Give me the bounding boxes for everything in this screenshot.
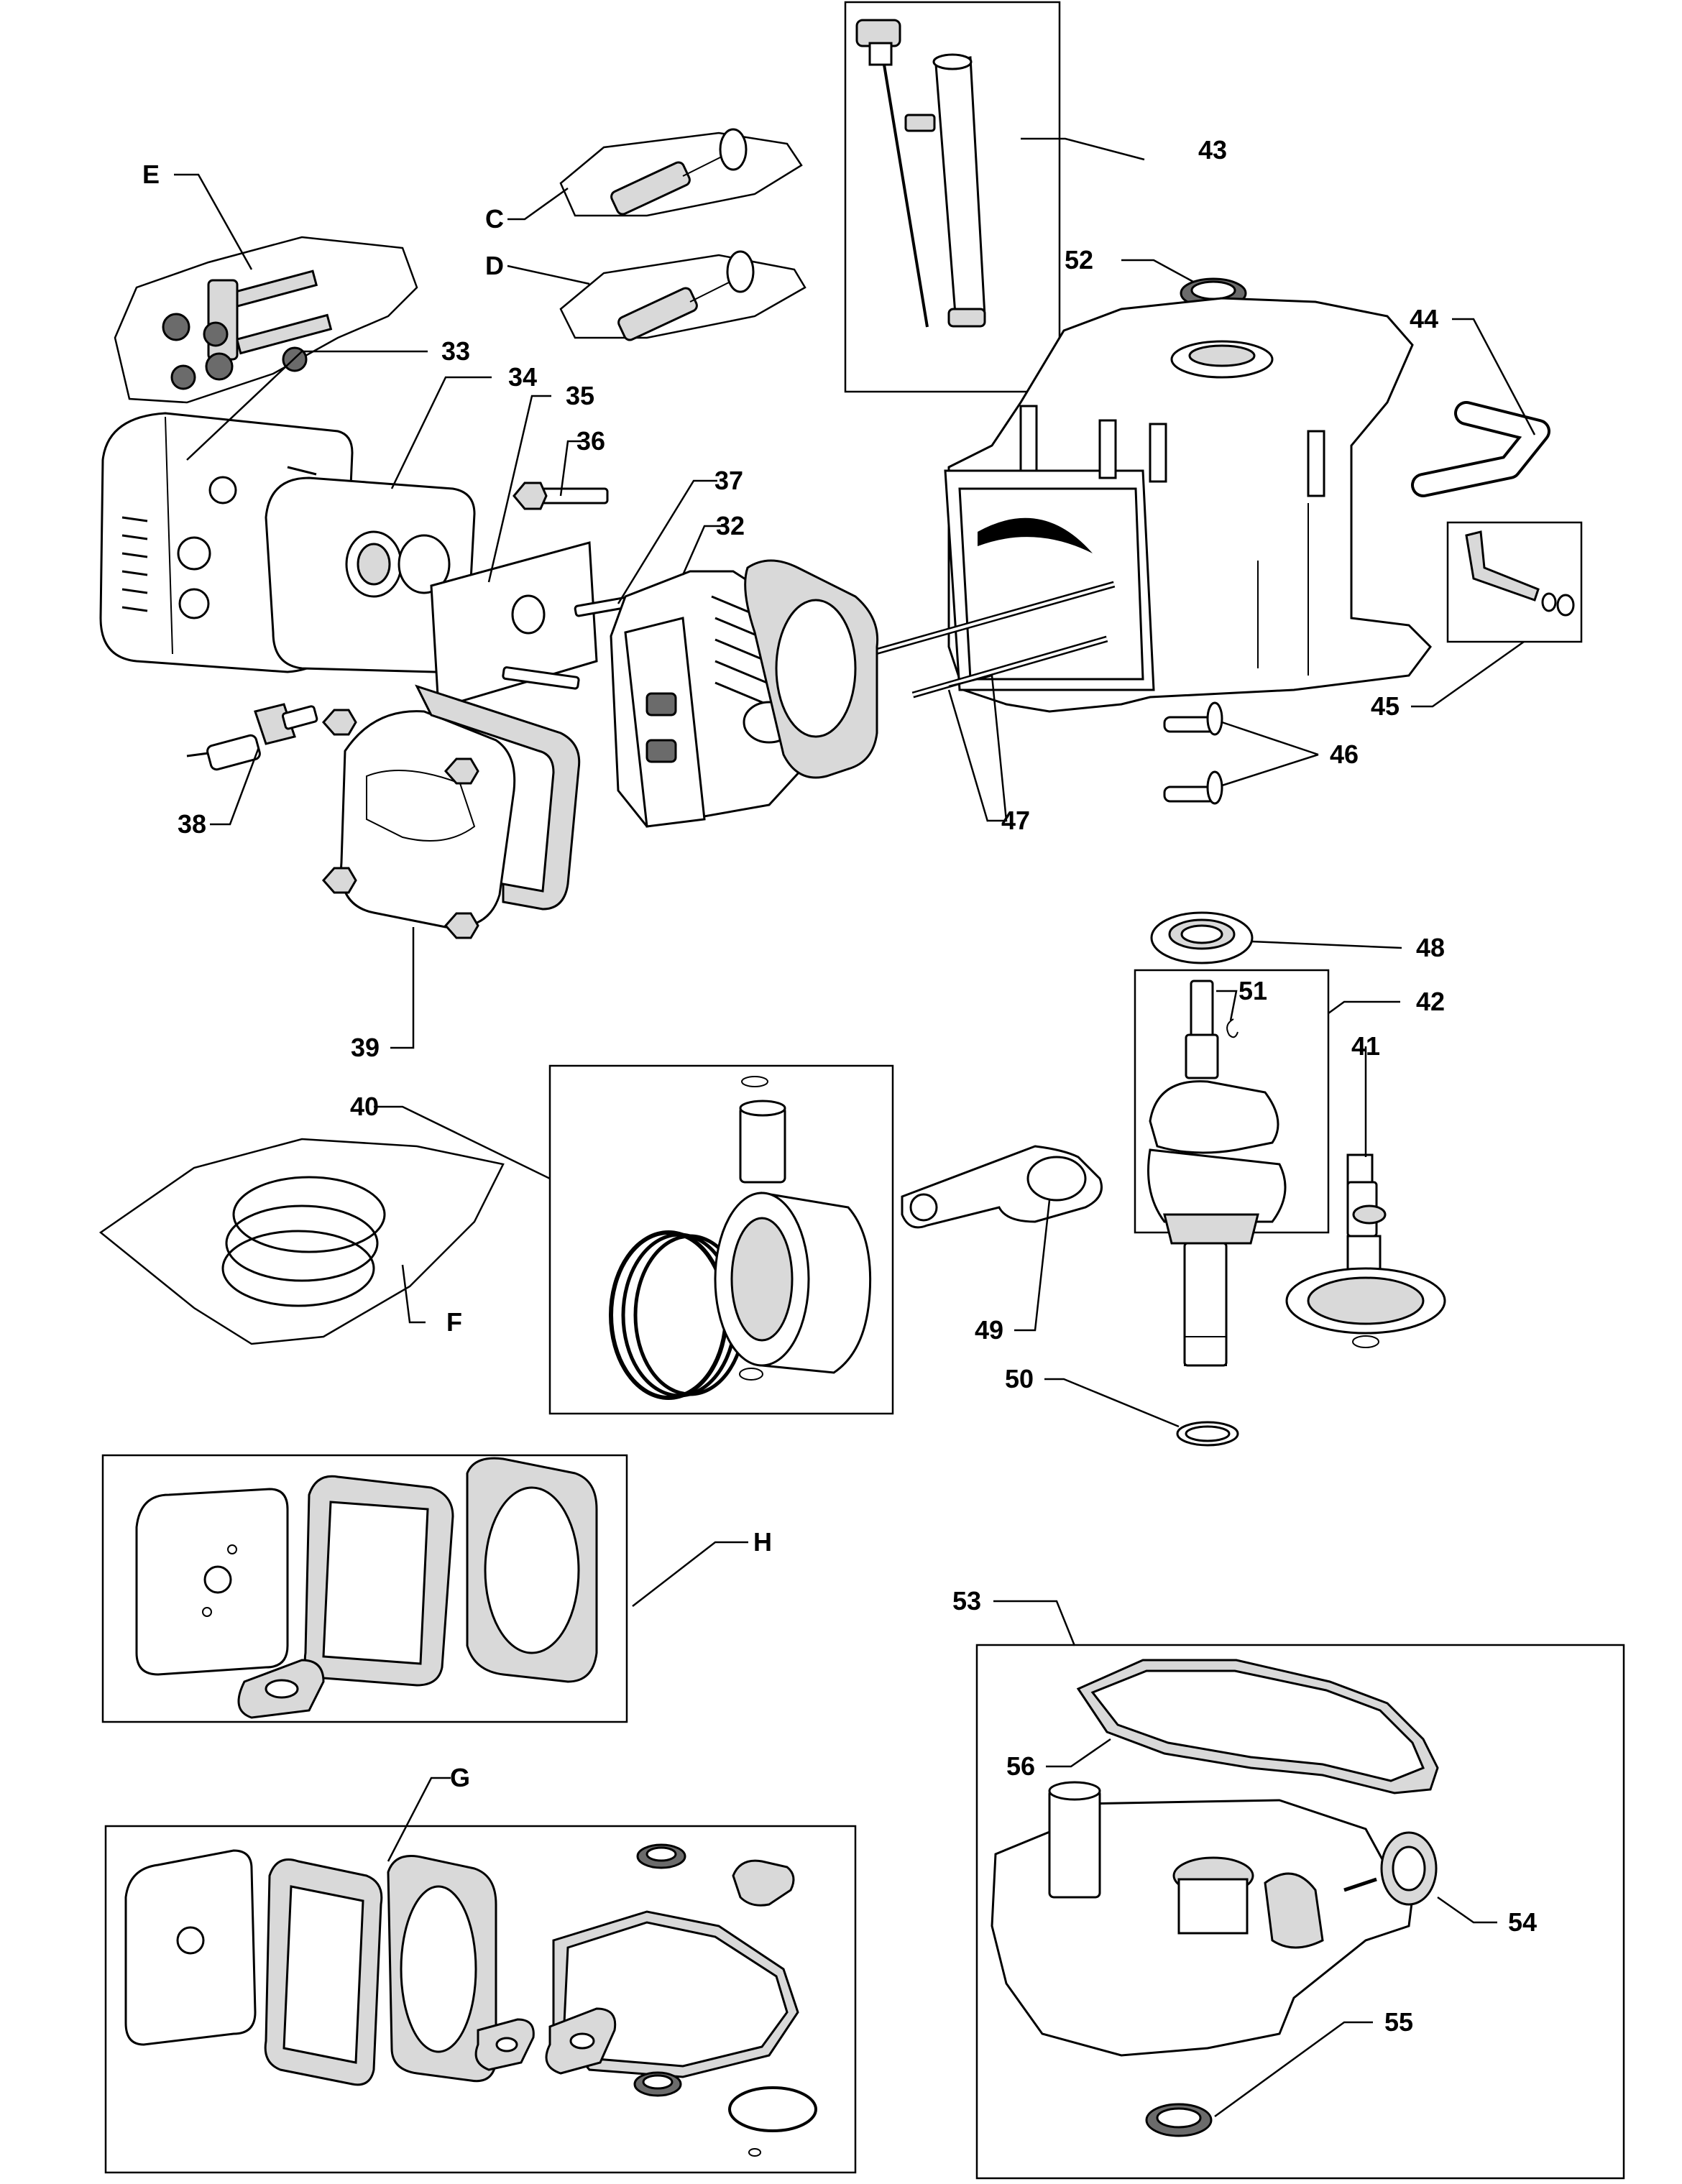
callout-53: 53 <box>952 1586 981 1616</box>
callout-44: 44 <box>1410 304 1438 333</box>
part-39-valve-cover <box>321 709 516 939</box>
callout-46: 46 <box>1330 739 1359 769</box>
part-53-crankcase-cover <box>991 1781 1414 2057</box>
part-45-bracket <box>1465 530 1575 617</box>
part-34-muffler <box>265 476 476 673</box>
part-engine-block <box>944 297 1432 713</box>
part-32-cylinder-head <box>610 570 814 828</box>
part-55-oil-seal <box>1145 2103 1213 2137</box>
part-48-bearing <box>1150 911 1254 964</box>
part-56-crankcase-gasket <box>1076 1659 1439 1794</box>
part-36-bolt <box>513 482 609 510</box>
part-46-dowel-pins <box>1163 701 1223 805</box>
part-d-valve-kit-bag <box>559 250 806 341</box>
part-g-gasket-set <box>124 1843 817 2157</box>
part-valve-cover-gasket <box>415 684 581 911</box>
callout-39: 39 <box>351 1033 380 1062</box>
callout-40: 40 <box>350 1092 379 1121</box>
callout-48: 48 <box>1416 933 1445 962</box>
part-41-camshaft <box>1285 1153 1446 1348</box>
box-g-gasket-set <box>104 1825 857 2174</box>
box-40-piston-group <box>548 1064 894 1415</box>
callout-55: 55 <box>1384 2007 1413 2037</box>
part-38-spark-plug <box>186 703 318 771</box>
callout-d: D <box>485 251 504 280</box>
callout-g: G <box>450 1763 470 1792</box>
callout-41: 41 <box>1351 1031 1380 1061</box>
callout-33: 33 <box>441 336 470 366</box>
callout-e: E <box>142 160 160 189</box>
part-f-piston-rings-bag <box>98 1138 505 1345</box>
part-h-gasket-kit <box>135 1457 598 1719</box>
part-50-washer <box>1176 1421 1239 1447</box>
part-35-heat-shield-plate <box>430 541 598 709</box>
callout-h: H <box>753 1527 772 1557</box>
part-40-piston-group <box>609 1076 872 1400</box>
part-head-gasket <box>744 559 879 779</box>
callout-35: 35 <box>566 381 594 410</box>
callout-34: 34 <box>508 362 537 392</box>
callout-47: 47 <box>1001 806 1030 835</box>
leader-lines <box>174 137 1536 2118</box>
box-43-dipstick-group <box>844 1 1061 393</box>
box-h-gasket-kit <box>101 1454 628 1723</box>
box-53-crankcase-cover-group <box>975 1644 1625 2180</box>
callout-37: 37 <box>714 466 743 495</box>
callout-43: 43 <box>1198 135 1227 165</box>
part-51-key <box>1226 1018 1238 1038</box>
callout-50: 50 <box>1005 1364 1034 1393</box>
callout-49: 49 <box>975 1315 1003 1345</box>
callout-f: F <box>446 1307 462 1337</box>
part-e-valve-hardware-bag <box>114 236 418 404</box>
callout-36: 36 <box>576 426 605 456</box>
callout-45: 45 <box>1371 691 1400 721</box>
part-47-studs <box>861 581 1116 699</box>
part-c-valve-kit-bag <box>559 128 803 217</box>
callout-56: 56 <box>1006 1751 1035 1781</box>
callout-c: C <box>485 204 504 234</box>
callout-42: 42 <box>1416 987 1445 1016</box>
callout-51: 51 <box>1238 976 1267 1005</box>
callout-38: 38 <box>178 809 206 839</box>
callout-52: 52 <box>1065 245 1093 275</box>
part-54-governor <box>1343 1831 1438 1906</box>
box-45-bracket-group <box>1446 521 1583 643</box>
part-43-dipstick-and-tube <box>855 19 986 328</box>
callout-32: 32 <box>716 511 745 540</box>
part-42-crankshaft <box>1147 980 1287 1367</box>
callout-54: 54 <box>1508 1907 1537 1937</box>
part-49-connecting-rod <box>901 1145 1103 1229</box>
